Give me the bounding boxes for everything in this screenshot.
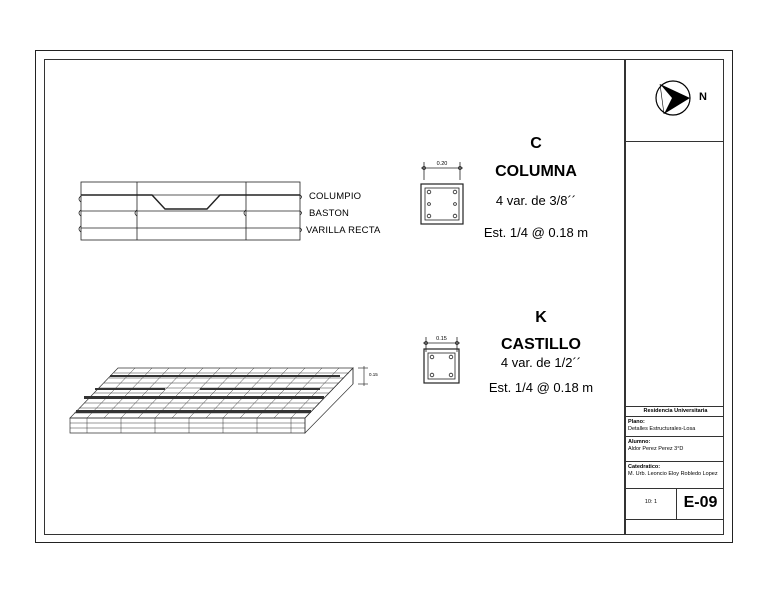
title-block-divider [626,416,723,417]
columna-section [420,162,464,225]
beam-label-baston: BASTON [309,208,350,219]
title-block-divider [626,406,723,407]
castillo-section [423,337,460,384]
castillo-bars: 4 var. de 1/2´´ [500,355,582,370]
drawing-area-border [44,59,625,535]
beam-label-varilla-recta: VARILLA RECTA [306,225,381,236]
columna-title: COLUMNA [495,163,577,180]
beam-label-columpio: COLUMPIO [309,191,362,202]
sheet-number: E-09 [683,494,718,511]
alumno-value: Aldor Perez Perez 3°D [628,446,684,452]
scale-sheet-divider [676,488,677,519]
project-name: Residencia Universitaria [643,408,708,414]
scale-value: 10: 1 [644,499,658,505]
castillo-dimension: 0.15 [436,336,447,342]
title-block-divider [626,488,723,489]
sheet-outer-border [35,50,733,543]
columna-dimension: 0.20 [436,161,448,167]
plano-value: Detalles Estructurales-Losa [628,426,696,432]
title-block: Residencia Universitaria Plano: Detalles… [625,59,724,535]
alumno-label: Alumno: [628,439,651,445]
slab-reinforcement-3d [69,366,368,434]
catedratico-label: Catedratico: [628,464,661,470]
beam-reinforcement-diagram [78,181,302,241]
title-block-divider [626,519,723,520]
north-arrow-icon [655,80,691,116]
catedratico-value: M. Urb. Leoncio Eloy Robledo Lopez [628,471,718,477]
title-block-divider [626,461,723,462]
north-label: N [699,91,707,103]
plano-label: Plano: [628,419,645,425]
castillo-stirrups: Est. 1/4 @ 0.18 m [488,380,594,395]
columna-code: C [530,135,542,152]
columna-stirrups: Est. 1/4 @ 0.18 m [483,225,589,240]
castillo-code: K [535,309,547,326]
columna-bars: 4 var. de 3/8´´ [495,193,577,208]
slab-height-dimension: 0.15 [369,372,378,377]
title-block-divider [626,436,723,437]
title-block-divider [626,141,723,142]
castillo-title: CASTILLO [501,336,581,353]
